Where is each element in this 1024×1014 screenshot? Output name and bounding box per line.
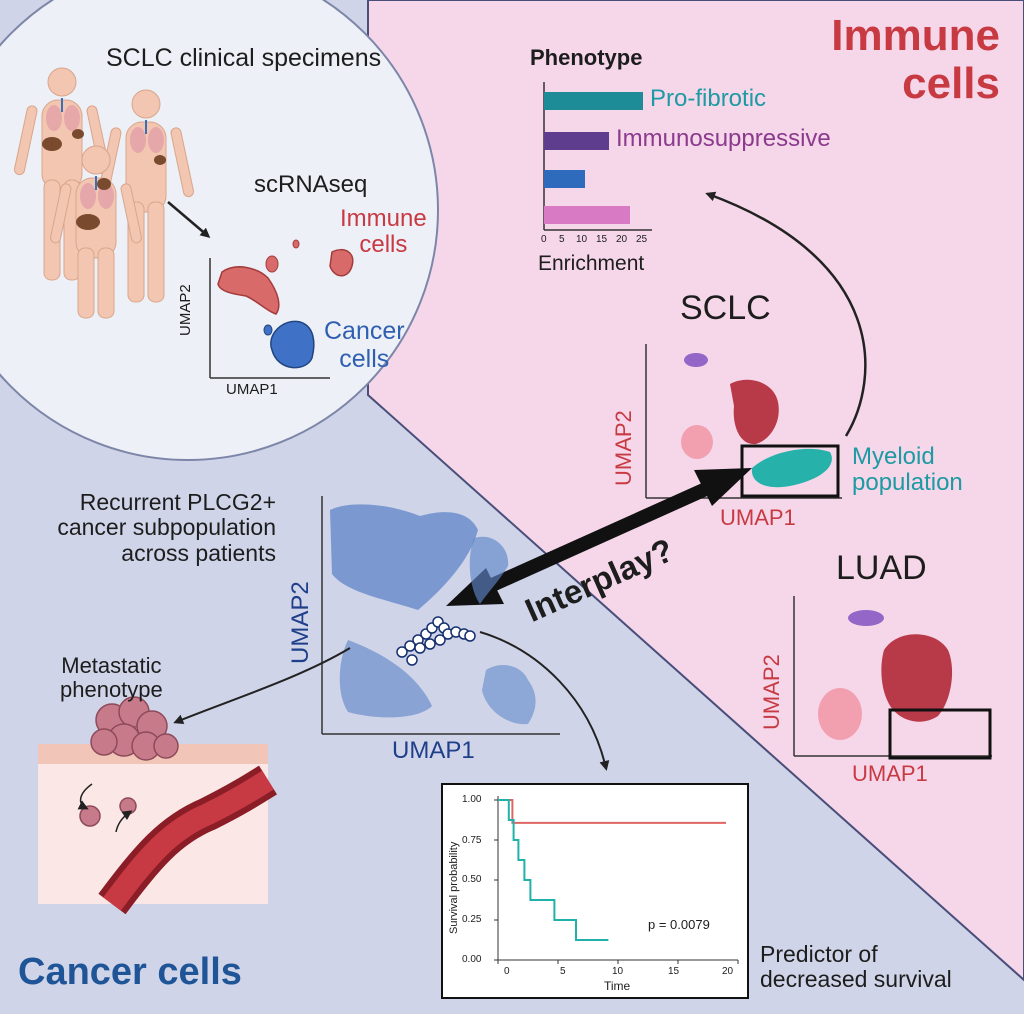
p-value-annotation: p = 0.0079: [648, 917, 710, 932]
overview-ylabel: UMAP2: [177, 284, 194, 336]
metastasis-illustration: [38, 696, 278, 915]
cancer-umap-plot: [321, 496, 560, 735]
luad-title: LUAD: [836, 549, 927, 587]
arrow-to-phenotype: [705, 191, 867, 437]
immunosuppressive-label: Immunosuppressive: [616, 125, 831, 152]
y-tick-100: 1.00: [462, 794, 482, 805]
x-tick-0: 0: [504, 966, 510, 977]
cancer-umap-xlabel: UMAP1: [392, 737, 475, 764]
clinical-specimens-title: SCLC clinical specimens: [106, 44, 382, 72]
kaplan-meier-curves: [494, 799, 739, 964]
survival-ylabel: Survival probability: [448, 841, 460, 934]
phenotype-bar-chart: [543, 82, 652, 231]
x-tick-20: 20: [722, 966, 734, 977]
umap-overview-plot: [209, 239, 354, 379]
sclc-xlabel: UMAP1: [720, 505, 796, 530]
arrow-to-metastatic: [173, 647, 351, 724]
human-figures-illustration: [13, 67, 195, 319]
bar-fourth: [544, 206, 630, 224]
y-tick-050: 0.50: [462, 874, 482, 885]
phenotype-tick-10: 10: [576, 234, 588, 245]
enrichment-label: Enrichment: [538, 252, 645, 275]
phenotype-tick-15: 15: [596, 234, 608, 245]
phenotype-tick-0: 0: [541, 234, 547, 245]
y-tick-000: 0.00: [462, 954, 482, 965]
phenotype-tick-5: 5: [559, 234, 565, 245]
phenotype-tick-25: 25: [636, 234, 648, 245]
specimens-circle: [0, 0, 439, 461]
luad-umap-plot: [793, 596, 992, 760]
bar-pro-fibrotic: [544, 92, 643, 110]
survival-series-1: [498, 799, 609, 941]
y-tick-025: 0.25: [462, 914, 482, 925]
bar-immunosuppressive: [544, 132, 609, 150]
scrnaseq-label: scRNAseq: [254, 171, 368, 198]
bar-third: [544, 170, 585, 188]
phenotype-title: Phenotype: [530, 45, 643, 70]
x-tick-15: 15: [668, 966, 680, 977]
survival-xlabel: Time: [604, 979, 631, 993]
sclc-title: SCLC: [680, 289, 771, 327]
luad-empty-box: [888, 708, 992, 760]
survival-plot-frame: [441, 783, 749, 999]
x-tick-5: 5: [560, 966, 566, 977]
sclc-umap-plot: [645, 344, 842, 499]
sclc-ylabel: UMAP2: [611, 410, 636, 486]
luad-ylabel: UMAP2: [759, 654, 784, 730]
cancer-cells-corner-title: Cancer cells: [18, 951, 242, 993]
cancer-umap-ylabel: UMAP2: [287, 581, 314, 664]
overview-xlabel: UMAP1: [226, 381, 278, 398]
phenotype-tick-20: 20: [616, 234, 628, 245]
luad-xlabel: UMAP1: [852, 761, 928, 786]
arrow-to-scrnaseq: [167, 201, 211, 238]
arrow-to-survival: [479, 631, 610, 771]
x-tick-10: 10: [612, 966, 624, 977]
y-tick-075: 0.75: [462, 835, 482, 846]
pro-fibrotic-label: Pro-fibrotic: [650, 85, 767, 112]
